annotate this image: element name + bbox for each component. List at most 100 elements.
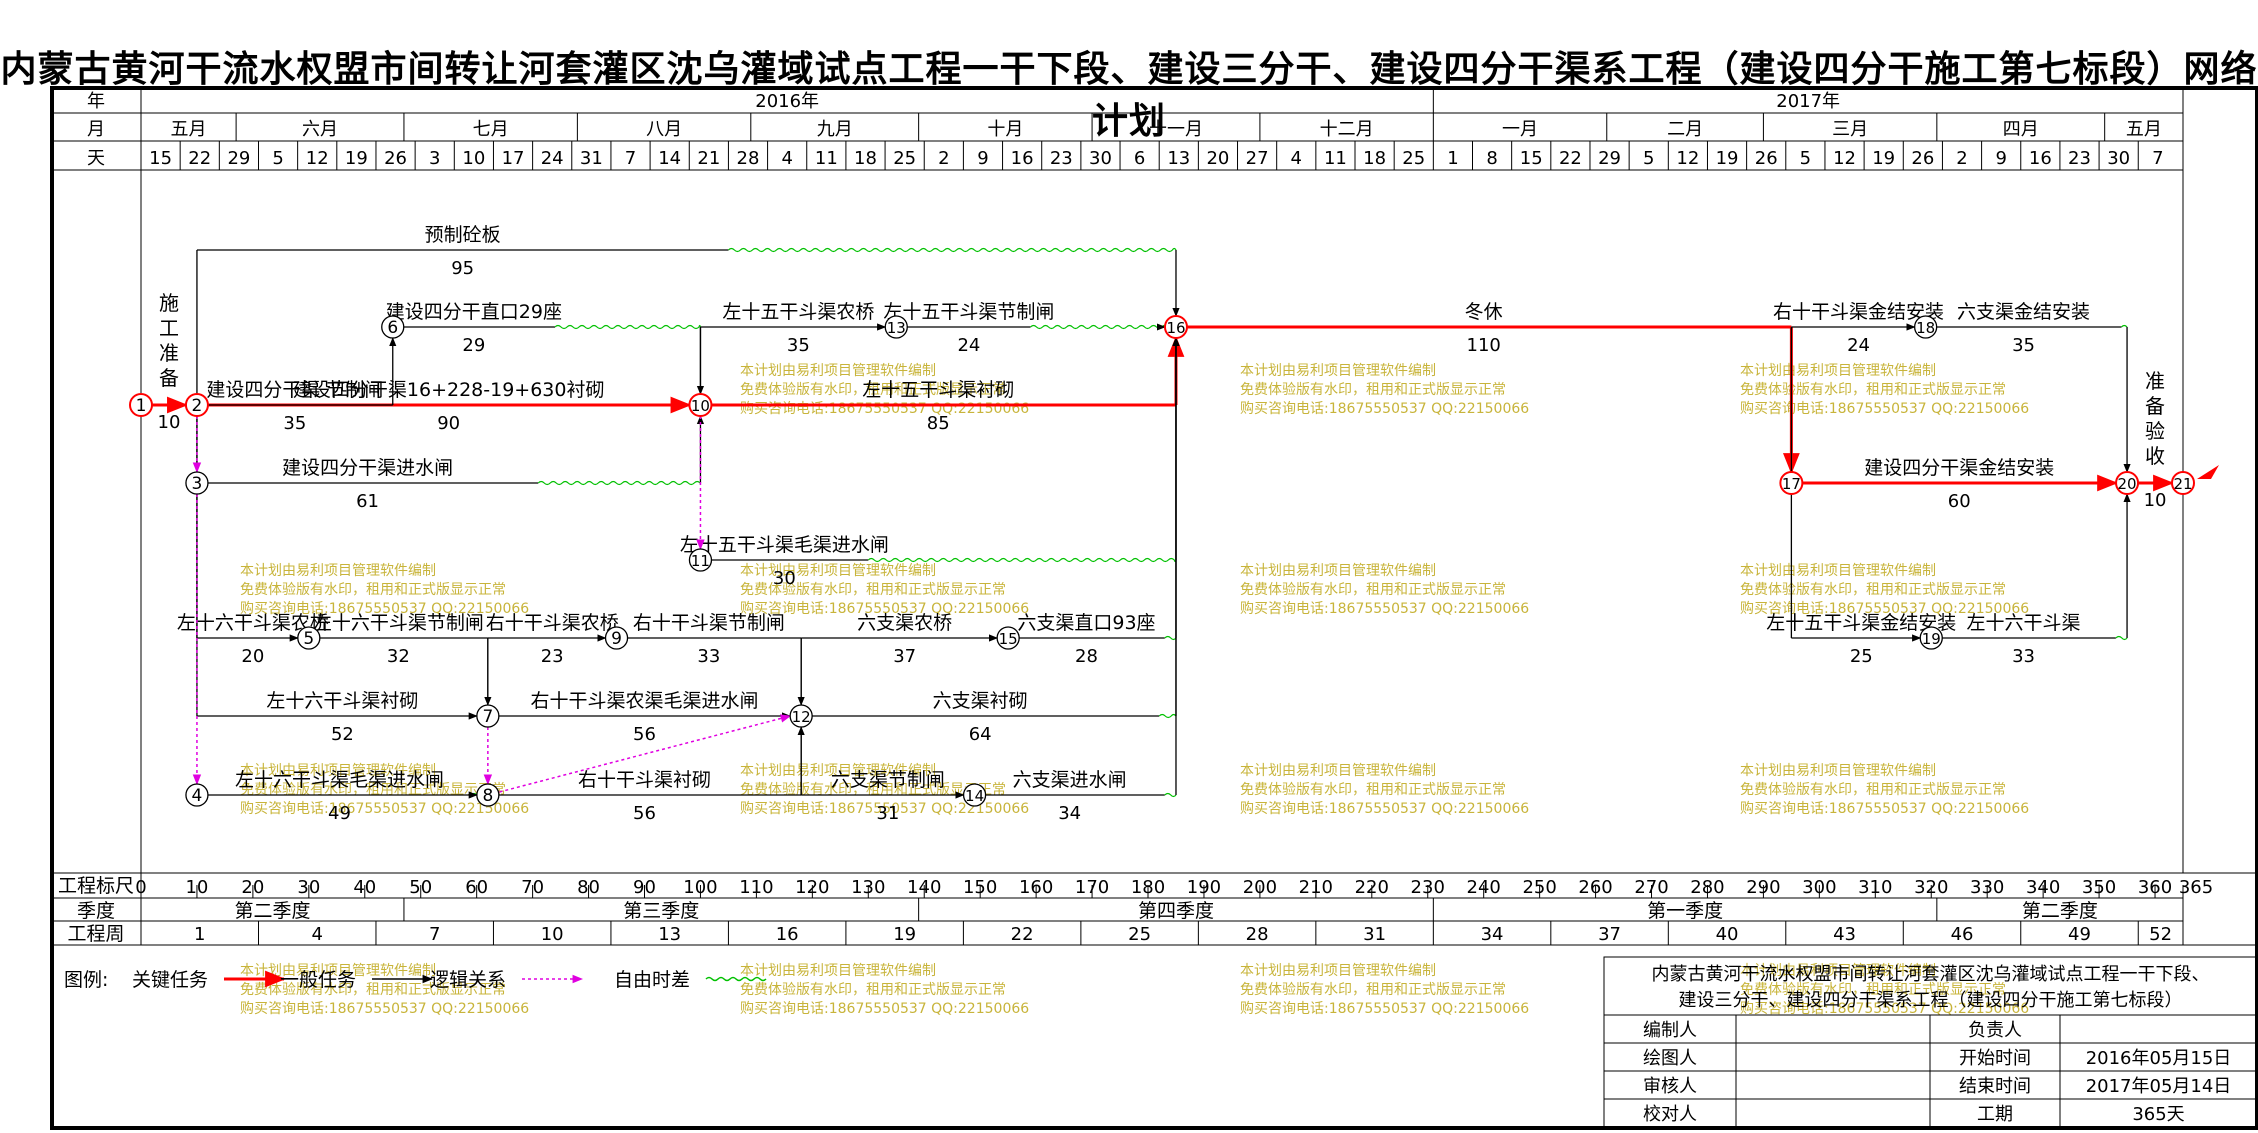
month-label: 一月 bbox=[1502, 119, 1538, 140]
outer-border bbox=[50, 86, 2258, 1130]
watermark-text: 本计划由易利项目管理软件编制 bbox=[240, 963, 436, 979]
watermark-text: 本计划由易利项目管理软件编制 bbox=[1740, 963, 1936, 979]
node-circle bbox=[688, 393, 713, 417]
year-label: 2016年 bbox=[755, 91, 819, 112]
day-label: 18 bbox=[1363, 148, 1386, 169]
activity-name: 左十五干斗渠毛渠进水闸 bbox=[680, 534, 889, 556]
activity-name: 左十六干斗渠 bbox=[1967, 612, 2081, 634]
node-circle bbox=[996, 626, 1020, 650]
node-circle bbox=[688, 548, 713, 572]
activity-name: 备 bbox=[2145, 394, 2165, 418]
info-cell: 结束时间 bbox=[1959, 1076, 2031, 1097]
month-label: 八月 bbox=[646, 119, 682, 140]
month-label: 六月 bbox=[302, 119, 338, 140]
node-number: 12 bbox=[792, 708, 811, 726]
day-label: 19 bbox=[1716, 148, 1739, 169]
activity-name: 建设四分干渠16+228-19+630衬砌 bbox=[293, 379, 605, 401]
watermark-text: 购买咨询电话:18675550537 QQ:22150066 bbox=[1740, 1001, 2029, 1017]
node-number: 14 bbox=[965, 787, 984, 805]
node-circle bbox=[1163, 315, 1188, 339]
activity-duration: 33 bbox=[697, 646, 720, 667]
activity-duration: 35 bbox=[283, 413, 306, 434]
info-cell: 365天 bbox=[2132, 1104, 2184, 1125]
scale-tick-label: 240 bbox=[1467, 877, 1501, 898]
day-label: 16 bbox=[2029, 148, 2052, 169]
scale-tick-label: 230 bbox=[1411, 877, 1445, 898]
info-cell: 校对人 bbox=[1643, 1104, 1697, 1125]
activity-duration: 95 bbox=[451, 258, 474, 279]
node-number: 20 bbox=[2118, 475, 2137, 493]
scale-tick-label: 330 bbox=[1970, 877, 2004, 898]
watermark-text: 免费体验版有水印，租用和正式版显示正常 bbox=[1240, 382, 1506, 398]
activity-name: 右十干斗渠金结安装 bbox=[1773, 301, 1944, 323]
header-row-label: 月 bbox=[87, 119, 105, 140]
activity-duration: 56 bbox=[633, 724, 656, 745]
node-number: 13 bbox=[887, 319, 906, 337]
activity-name: 左十五干斗渠农桥 bbox=[722, 301, 874, 323]
day-label: 22 bbox=[1559, 148, 1582, 169]
activity-duration: 10 bbox=[2144, 490, 2167, 511]
scale-tick-label: 350 bbox=[2082, 877, 2116, 898]
header-row-label: 年 bbox=[87, 91, 105, 112]
activity-name: 左十六干斗渠毛渠进水闸 bbox=[235, 769, 444, 791]
activity-duration: 37 bbox=[893, 646, 916, 667]
scale-tick-label: 90 bbox=[633, 877, 656, 898]
scale-tick-label: 260 bbox=[1578, 877, 1612, 898]
watermark-text: 免费体验版有水印，租用和正式版显示正常 bbox=[1740, 582, 2006, 598]
scale-tick-label: 200 bbox=[1243, 877, 1277, 898]
scale-tick-label: 60 bbox=[465, 877, 488, 898]
scale-tick-label: 340 bbox=[2026, 877, 2060, 898]
month-label: 五月 bbox=[171, 119, 207, 140]
activity-name: 右十干斗渠节制闸 bbox=[633, 612, 785, 634]
day-label: 13 bbox=[1167, 148, 1190, 169]
activity-duration: 24 bbox=[1847, 335, 1870, 356]
node-number: 18 bbox=[1916, 319, 1935, 337]
watermark-text: 本计划由易利项目管理软件编制 bbox=[240, 763, 436, 779]
activity-duration: 90 bbox=[437, 413, 460, 434]
watermark-text: 免费体验版有水印，租用和正式版显示正常 bbox=[240, 582, 506, 598]
watermark-text: 购买咨询电话:18675550537 QQ:22150066 bbox=[240, 1001, 529, 1017]
scale-tick-label: 80 bbox=[577, 877, 600, 898]
activity-duration: 30 bbox=[773, 568, 796, 589]
week-label: 19 bbox=[893, 924, 916, 945]
scale-tick-label: 280 bbox=[1690, 877, 1724, 898]
watermark-text: 购买咨询电话:18675550537 QQ:22150066 bbox=[740, 601, 1029, 617]
node-circle bbox=[381, 315, 405, 339]
week-label: 31 bbox=[1363, 924, 1386, 945]
watermark-text: 购买咨询电话:18675550537 QQ:22150066 bbox=[1240, 1001, 1529, 1017]
activity-name: 左十六干斗渠衬砌 bbox=[266, 690, 418, 712]
node-circle bbox=[1919, 626, 1943, 650]
scale-tick-label: 270 bbox=[1634, 877, 1668, 898]
day-label: 7 bbox=[2152, 148, 2163, 169]
header-row-label: 天 bbox=[87, 148, 105, 169]
week-label: 34 bbox=[1481, 924, 1504, 945]
activity-duration: 10 bbox=[158, 412, 181, 433]
watermark-text: 本计划由易利项目管理软件编制 bbox=[1740, 563, 1936, 579]
activity-duration: 20 bbox=[241, 646, 264, 667]
quarter-label: 第四季度 bbox=[1138, 900, 1214, 922]
quarter-row-label: 季度 bbox=[77, 900, 115, 922]
node-number: 17 bbox=[1782, 475, 1801, 493]
day-label: 29 bbox=[227, 148, 250, 169]
activity-name: 六支渠农桥 bbox=[857, 612, 952, 634]
activity-name: 左十五干斗渠金结安装 bbox=[1766, 612, 1956, 634]
day-label: 23 bbox=[1050, 148, 1073, 169]
activity-duration: 25 bbox=[1850, 646, 1873, 667]
watermark-text: 本计划由易利项目管理软件编制 bbox=[740, 563, 936, 579]
node-circle bbox=[185, 783, 209, 807]
activity-layer: 施工准备10建设四分干渠16+228-19+630衬砌90左十五干斗渠衬砌85冬… bbox=[152, 224, 2219, 824]
node-number: 2 bbox=[192, 396, 203, 416]
scale-tick-label: 50 bbox=[409, 877, 432, 898]
day-label: 14 bbox=[658, 148, 681, 169]
info-cell: 编制人 bbox=[1643, 1020, 1697, 1041]
week-label: 40 bbox=[1716, 924, 1739, 945]
info-cell: 2017年05月14日 bbox=[2086, 1076, 2232, 1097]
watermark-text: 本计划由易利项目管理软件编制 bbox=[1740, 763, 1936, 779]
day-label: 5 bbox=[1643, 148, 1654, 169]
day-label: 7 bbox=[625, 148, 636, 169]
activity-name: 验 bbox=[2145, 419, 2165, 443]
node-number: 1 bbox=[136, 396, 147, 416]
node-circle bbox=[129, 393, 153, 417]
activity-name: 工 bbox=[159, 316, 179, 340]
